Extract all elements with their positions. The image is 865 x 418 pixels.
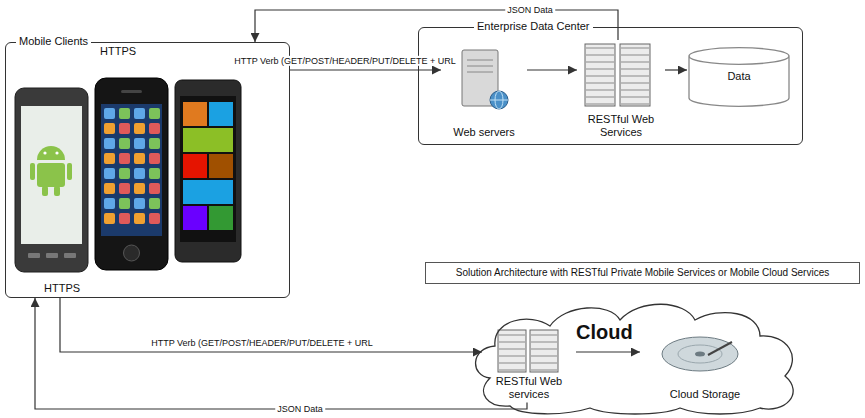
node-label: Cloud Storage [670,388,740,401]
web-server-icon-part [490,91,508,109]
database-cylinder: Data [687,46,791,108]
cloud-server-rack-part [498,330,526,372]
web-server-icon-part [490,100,508,101]
cloud-server-rack-part [499,331,525,371]
storage-disk-icon-part [678,345,722,363]
cloud-shape: RESTful Web servicesCloud Storage Cloud [470,298,805,416]
iphone [95,78,168,270]
node-label: Solution Architecture with RESTful Priva… [456,267,830,279]
service-node: RESTful Web services [482,326,576,402]
web-server-icon-part [467,60,493,61]
cloud-title: Cloud [576,320,633,344]
windows-phone-part [209,102,233,126]
android-phone-part [43,151,46,154]
node-label: RESTful Web Services [579,113,663,139]
windows-phone-part [209,154,233,178]
android-phone-part [42,186,48,196]
node-label: Data [727,70,750,83]
restful-server-rack-part [621,45,649,105]
node-label: RESTful Web services [484,375,574,401]
windows-phone-part [183,180,233,204]
android-phone-part [46,253,58,258]
group-heading: Mobile Clients [16,35,91,48]
android-phone [15,88,88,272]
android-phone-part [37,163,65,187]
connector-arrow [576,351,640,352]
group-box: Web serversRESTful Web ServicesDataEnter… [418,27,803,145]
protocol-label: HTTPS [42,282,82,295]
windows-phone-part [183,102,207,126]
restful-server-rack-part [620,44,650,106]
windows-phone [175,80,241,262]
windows-phone-part [209,206,233,230]
android-phone-part [15,88,88,272]
web-server-icon [462,50,508,109]
restful-server-rack [585,44,650,106]
windows-phone-part [175,80,241,262]
connector-arrow [665,69,687,70]
connector-arrow [255,10,618,42]
android-phone-part [30,163,35,180]
service-node: RESTful Web Services [577,40,665,140]
edge-label: HTTP Verb (GET/POST/HEADER/PUT/DELETE + … [232,56,458,66]
windows-phone-part [183,128,233,152]
iphone-part [101,104,162,236]
restful-server-rack-part [586,45,614,105]
windows-phone-part [183,154,207,178]
cloud-server-rack-part [530,330,558,372]
storage-disk-icon [662,337,738,371]
group-box: Mobile Clients [5,42,290,298]
android-phone-part [37,146,65,160]
node-label: Web servers [453,126,515,139]
connector-arrow [60,298,482,352]
android-phone-part [55,151,58,154]
web-server-icon-part [467,66,493,67]
edge-label: JSON Data [275,404,325,414]
connector-arrow [35,298,527,409]
database-cylinder-path [689,48,789,107]
windows-phone-part [183,206,207,230]
cloud-shape-path [476,304,794,414]
iphone-part [102,106,162,226]
web-server-icon-part [467,72,493,73]
group-heading: Enterprise Data Center [474,20,593,33]
android-phone-part [64,253,76,258]
iphone-part [124,245,140,261]
cloud-server-rack-part [531,331,557,371]
restful-server-rack-part [585,44,615,106]
iphone-part [95,78,168,270]
iphone-part [121,90,142,93]
android-phone-part [28,253,40,258]
windows-phone-part [180,96,236,242]
edge-label: HTTP Verb (GET/POST/HEADER/PUT/DELETE + … [149,338,375,348]
android-phone-part [67,163,72,180]
connector-arrow [527,69,577,70]
storage-disk-icon-part [662,337,738,371]
caption-box: Solution Architecture with RESTful Priva… [425,262,860,284]
protocol-label: HTTPS [98,45,138,58]
storage-disk-icon-part [708,342,732,355]
android-phone-part [54,186,60,196]
android-phone-part [21,106,82,244]
storage-node: Cloud Storage [640,320,770,402]
edge-label: JSON Data [505,5,555,15]
cloud-server-rack [498,330,558,372]
storage-disk-icon-part [695,352,705,357]
